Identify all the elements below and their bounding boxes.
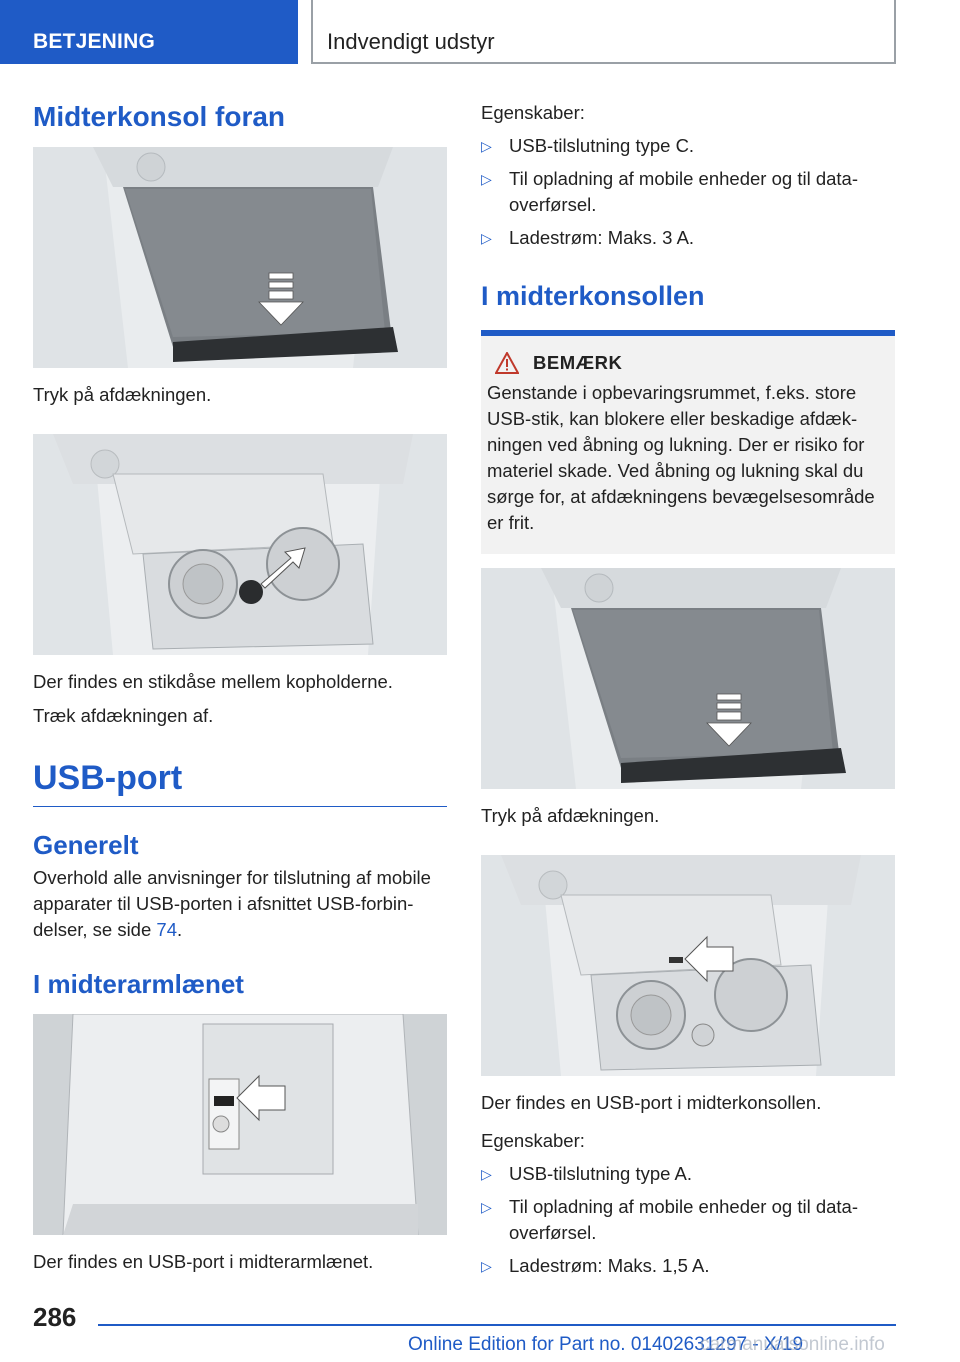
left-column: Midterkonsol foran Tryk på afdækningen. <box>33 100 447 1275</box>
figure-cupholder-socket <box>33 433 447 655</box>
triangle-right-icon: ▷ <box>481 171 492 187</box>
caption-armrest: Der findes en USB-port i midterarmlænet. <box>33 1250 374 1272</box>
arrow-down-icon <box>706 693 752 747</box>
page-link[interactable]: 74 <box>156 918 177 940</box>
triangle-right-icon: ▷ <box>481 138 492 154</box>
footer-watermark: carmanualsonline.info <box>700 1334 885 1355</box>
list-item: ▷Ladestrøm: Maks. 1,5 A. <box>481 1253 895 1279</box>
right-column: Egenskaber: ▷USB-tilslutning type C. ▷Ti… <box>481 100 895 1279</box>
heading-armrest: I midterarmlænet <box>33 968 244 999</box>
list-item: ▷Til opladning af mobile enheder og til … <box>481 1196 858 1243</box>
warning-box: BEMÆRK Genstande i opbevaringsrummet, f.… <box>481 330 895 554</box>
caption-console-usb: Der findes en USB-port i midterkonsollen… <box>481 1092 822 1113</box>
arrow-icon <box>260 546 306 589</box>
arrow-left-icon <box>236 1074 286 1121</box>
heading-usb-port: USB-port <box>33 759 447 807</box>
caption-press-cover-2: Tryk på afdækningen. <box>481 805 660 826</box>
arrow-down-icon <box>258 272 304 326</box>
heading-general: Generelt <box>33 829 139 860</box>
warning-text: Genstande i opbevaringsrummet, f.eks. st… <box>487 382 875 533</box>
figure-console-usb <box>481 855 895 1076</box>
general-text: Overhold alle anvisninger for tilslutnin… <box>33 866 431 940</box>
page-number: 286 <box>33 1302 77 1332</box>
arrow-left-icon <box>684 935 734 983</box>
section-title: Indvendigt udstyr <box>311 0 896 64</box>
properties-label-1: Egenskaber: <box>481 102 585 123</box>
warning-triangle-icon <box>495 352 519 374</box>
warning-bar <box>481 330 895 336</box>
properties-label-2: Egenskaber: <box>481 1130 585 1151</box>
triangle-right-icon: ▷ <box>481 230 492 246</box>
figure-cover-closed <box>33 146 447 368</box>
list-item: ▷Til opladning af mobile enheder og til … <box>481 168 858 215</box>
heading-front-console: Midterkonsol foran <box>33 101 286 132</box>
properties-list-1: ▷USB-tilslutning type C. ▷Til opladning … <box>481 133 895 251</box>
caption-socket: Der findes en stikdåse mellem kopholdern… <box>33 670 393 692</box>
warning-title: BEMÆRK <box>533 352 623 373</box>
heading-center-console: I midterkonsollen <box>481 281 705 311</box>
list-item: ▷USB-tilslutning type A. <box>481 1161 895 1187</box>
list-item: ▷USB-tilslutning type C. <box>481 133 895 159</box>
list-item: ▷Ladestrøm: Maks. 3 A. <box>481 225 895 251</box>
caption-pull-cover: Træk afdækningen af. <box>33 704 214 726</box>
triangle-right-icon: ▷ <box>481 1258 492 1274</box>
triangle-right-icon: ▷ <box>481 1199 492 1215</box>
properties-list-2: ▷USB-tilslutning type A. ▷Til opladning … <box>481 1161 895 1279</box>
footer-edition: Online Edition for Part no. 01402631297 … <box>408 1334 804 1355</box>
figure-armrest-usb <box>33 1013 447 1235</box>
caption-press-cover: Tryk på afdækningen. <box>33 383 212 405</box>
chapter-tab: BETJENING <box>0 0 298 64</box>
triangle-right-icon: ▷ <box>481 1166 492 1182</box>
footer-rule <box>98 1324 896 1326</box>
figure-cover-closed-2 <box>481 568 895 789</box>
